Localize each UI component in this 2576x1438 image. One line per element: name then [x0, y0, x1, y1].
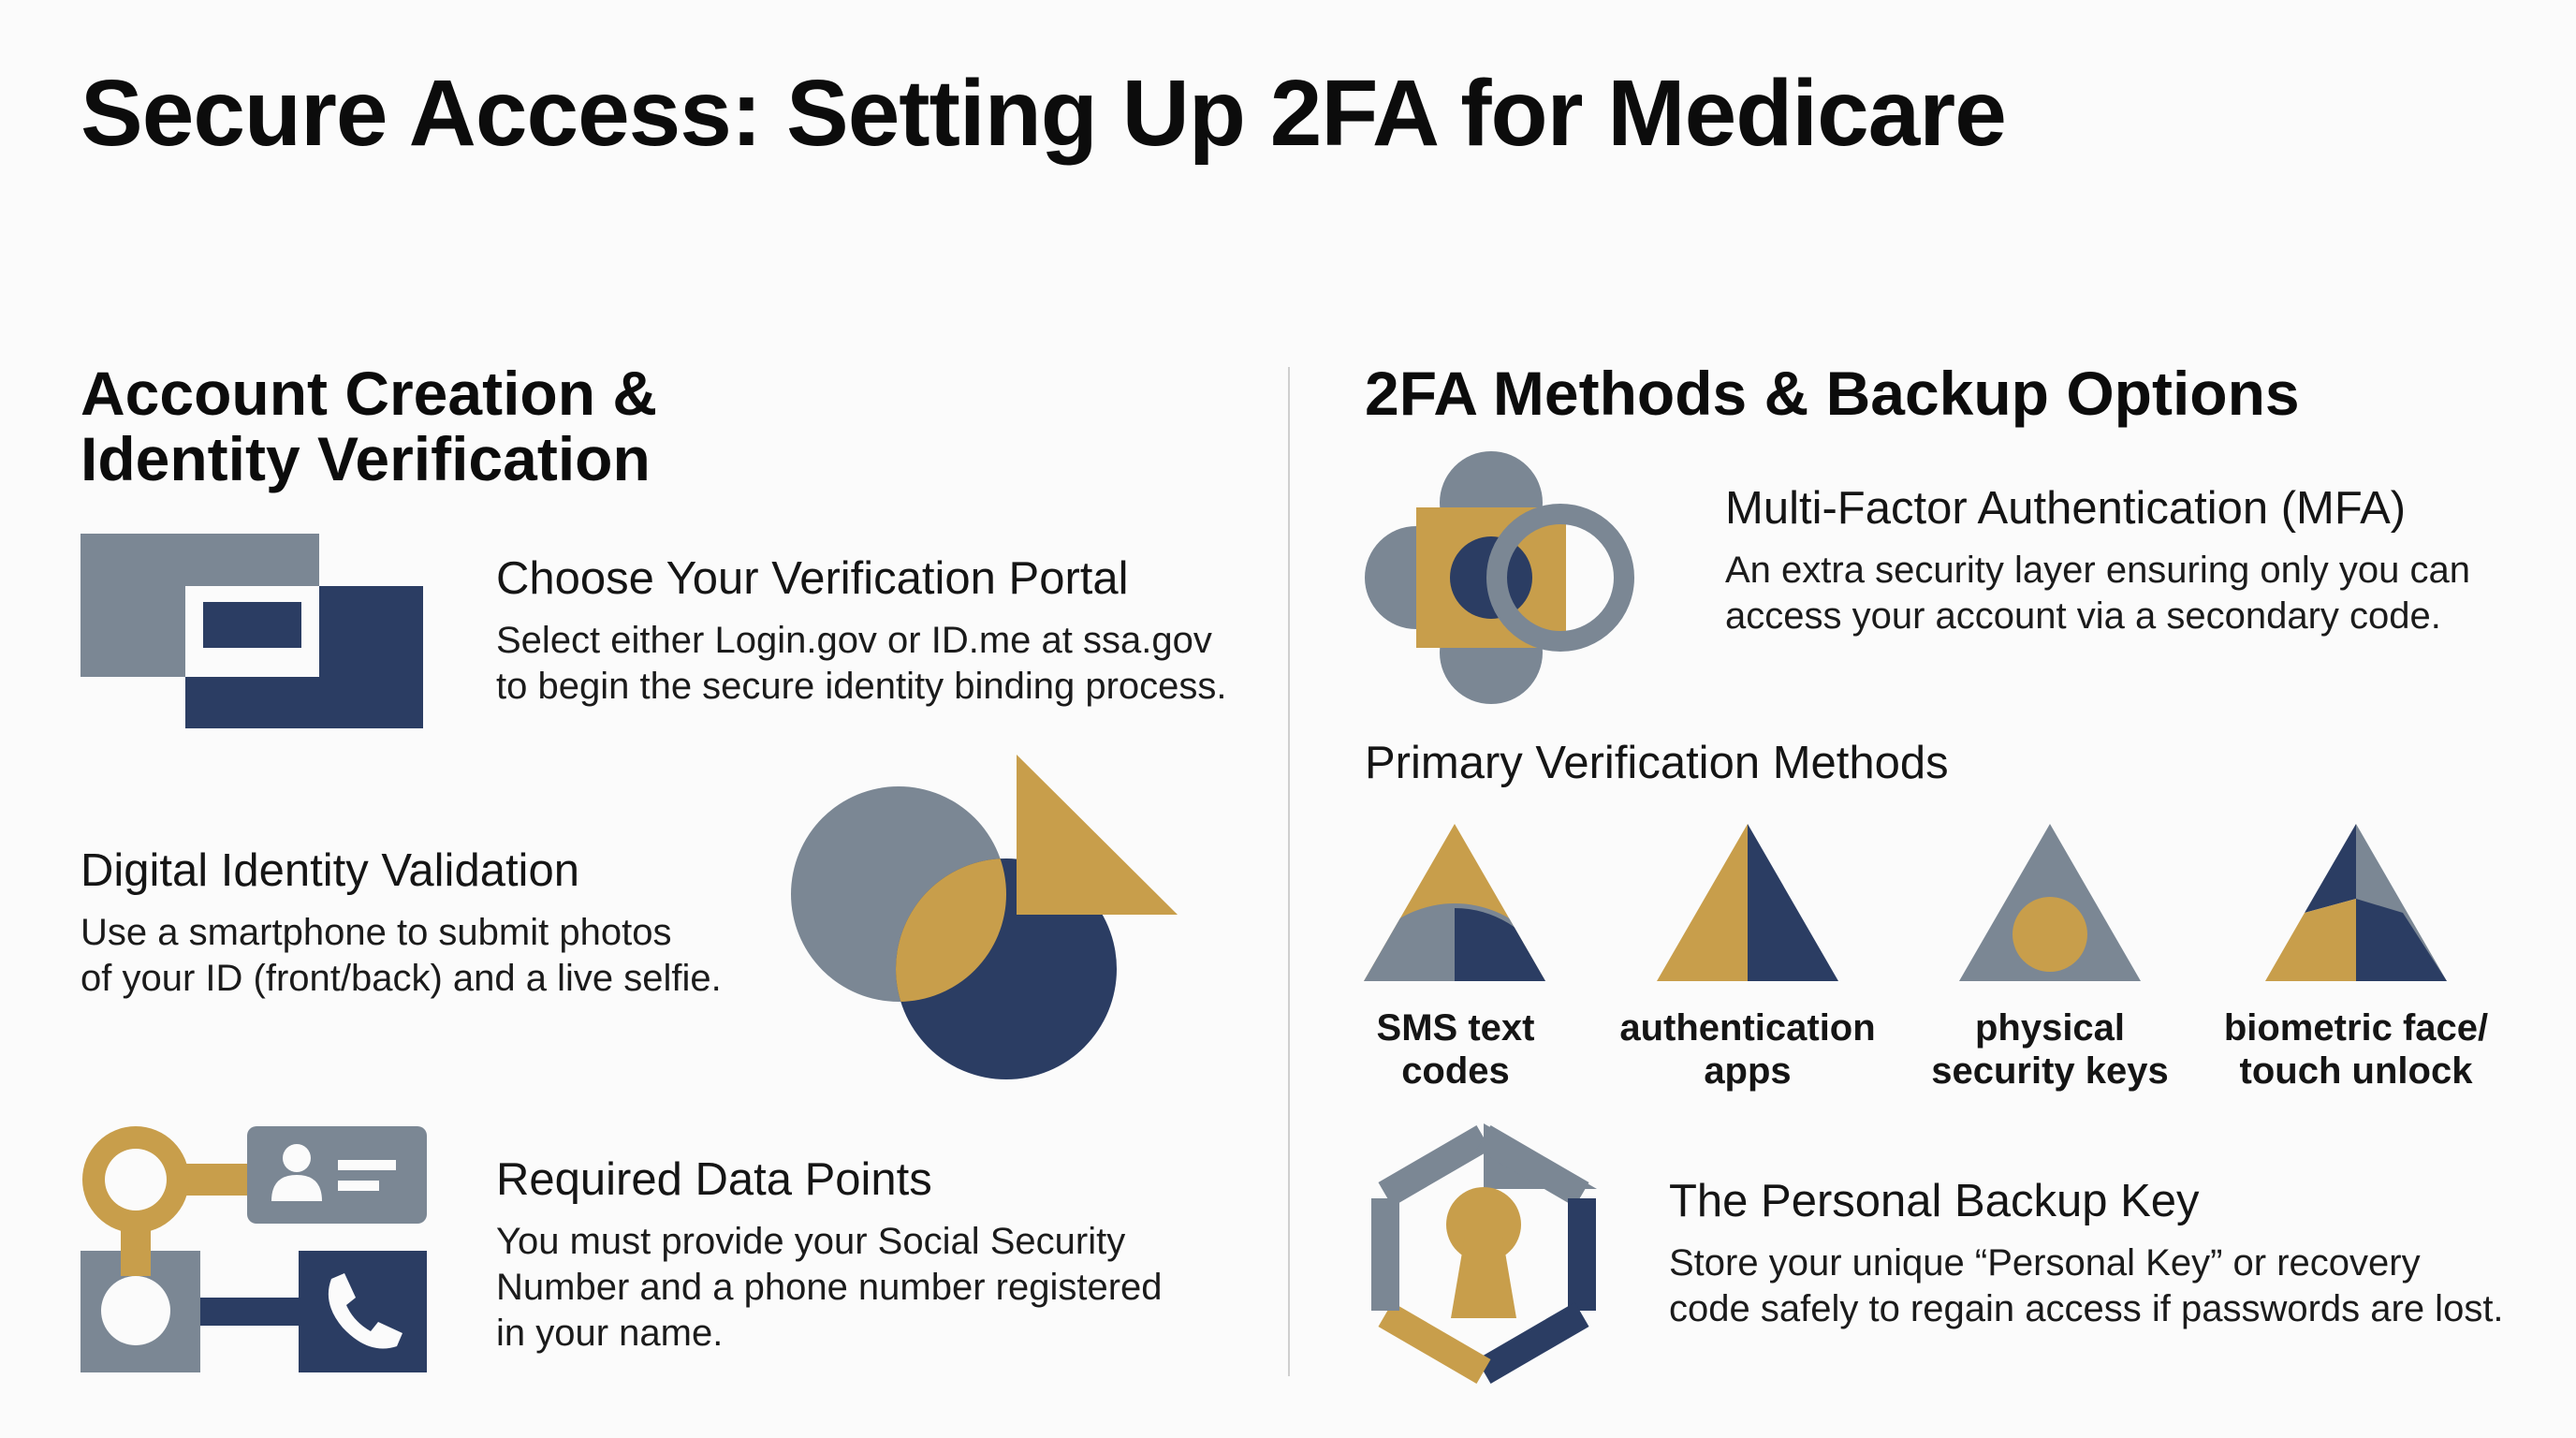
required-text-line-1: You must provide your Social Security: [496, 1221, 1126, 1263]
keyhole-hexagon-icon: [1371, 1123, 1597, 1384]
column-divider: [1288, 367, 1290, 1376]
id-card-phone-icon: [80, 1126, 427, 1372]
digital-text: Use a smartphone to submit photos of you…: [80, 910, 722, 1002]
required-title: Required Data Points: [496, 1154, 932, 1205]
left-heading-line-2: Identity Verification: [80, 424, 651, 493]
sms-triangle-icon: [1364, 824, 1545, 981]
mfa-item: Multi-Factor Authentication (MFA) An ext…: [1725, 482, 2470, 639]
mfa-text-line-1: An extra security layer ensuring only yo…: [1725, 550, 2470, 592]
biometric-triangle-icon: [2265, 824, 2447, 981]
portal-text-line-2: to begin the secure identity binding pro…: [496, 666, 1227, 708]
mfa-title: Multi-Factor Authentication (MFA): [1725, 483, 2407, 534]
left-heading-line-1: Account Creation &: [80, 359, 658, 428]
page-title: Secure Access: Setting Up 2FA for Medica…: [80, 61, 2007, 166]
required-text-line-3: in your name.: [496, 1313, 724, 1355]
digital-title: Digital Identity Validation: [80, 845, 579, 896]
required-text-line-2: Number and a phone number registered: [496, 1267, 1163, 1309]
mfa-text: An extra security layer ensuring only yo…: [1725, 548, 2470, 639]
backup-item: The Personal Backup Key Store your uniqu…: [1669, 1175, 2504, 1332]
portal-text-line-1: Select either Login.gov or ID.me at ssa.…: [496, 620, 1212, 662]
portal-window-icon: [80, 534, 423, 728]
app-triangle-icon: [1657, 824, 1838, 981]
portal-text: Select either Login.gov or ID.me at ssa.…: [496, 618, 1227, 710]
method-label-apps: authentication apps: [1619, 1007, 1876, 1092]
method-label-sms: SMS text codes: [1376, 1007, 1535, 1092]
left-section-heading: Account Creation & Identity Verification: [80, 360, 657, 492]
right-section-heading: 2FA Methods & Backup Options: [1365, 359, 2300, 428]
primary-methods-heading: Primary Verification Methods: [1365, 738, 1949, 788]
backup-title: The Personal Backup Key: [1669, 1176, 2200, 1226]
required-text: You must provide your Social Security Nu…: [496, 1219, 1163, 1357]
backup-text: Store your unique “Personal Key” or reco…: [1669, 1240, 2504, 1332]
backup-text-line-2: code safely to regain access if password…: [1669, 1288, 2504, 1330]
method-label-keys: physical security keys: [1931, 1007, 2169, 1092]
shapes-composition-icon: [791, 755, 1178, 1079]
digital-text-line-2: of your ID (front/back) and a live selfi…: [80, 958, 722, 1000]
method-label-biometric: biometric face/ touch unlock: [2223, 1007, 2489, 1092]
digital-text-line-1: Use a smartphone to submit photos: [80, 912, 672, 954]
required-item: Required Data Points You must provide yo…: [496, 1153, 1163, 1357]
mfa-shapes-icon: [1365, 451, 1634, 704]
mfa-text-line-2: access your account via a secondary code…: [1725, 595, 2441, 638]
key-triangle-icon: [1959, 824, 2141, 981]
backup-text-line-1: Store your unique “Personal Key” or reco…: [1669, 1242, 2421, 1284]
portal-title: Choose Your Verification Portal: [496, 553, 1129, 604]
portal-item: Choose Your Verification Portal Select e…: [496, 552, 1227, 710]
digital-item: Digital Identity Validation Use a smartp…: [80, 844, 722, 1002]
